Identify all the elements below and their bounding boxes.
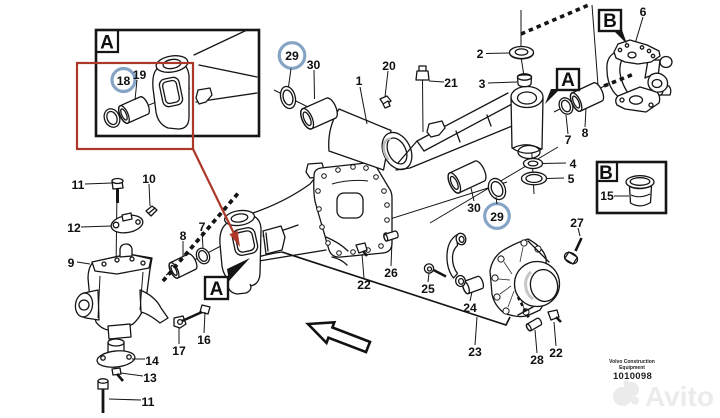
svg-text:22: 22	[549, 346, 563, 360]
svg-text:23: 23	[468, 345, 482, 359]
svg-text:Avito: Avito	[645, 381, 714, 412]
svg-text:24: 24	[463, 301, 477, 315]
svg-text:30: 30	[307, 58, 321, 72]
svg-text:3: 3	[479, 77, 486, 91]
svg-text:21: 21	[444, 76, 458, 90]
svg-text:20: 20	[382, 59, 396, 73]
svg-text:29: 29	[490, 210, 504, 224]
svg-text:5: 5	[568, 172, 575, 186]
svg-text:7: 7	[199, 220, 206, 234]
svg-text:Volvo Construction: Volvo Construction	[609, 359, 655, 365]
svg-text:Equipment: Equipment	[619, 365, 645, 371]
svg-text:B: B	[599, 163, 613, 184]
svg-text:29: 29	[285, 49, 299, 63]
svg-text:17: 17	[172, 344, 186, 358]
svg-text:22: 22	[357, 278, 371, 292]
svg-text:16: 16	[197, 333, 211, 347]
svg-text:28: 28	[530, 353, 544, 367]
svg-text:2: 2	[477, 47, 484, 61]
svg-text:1010098: 1010098	[613, 371, 652, 382]
svg-text:25: 25	[421, 282, 435, 296]
svg-text:B: B	[603, 11, 617, 32]
svg-text:15: 15	[600, 189, 614, 203]
svg-text:27: 27	[570, 216, 584, 230]
svg-text:12: 12	[67, 221, 81, 235]
svg-text:8: 8	[582, 126, 589, 140]
svg-text:6: 6	[640, 5, 647, 19]
svg-text:11: 11	[72, 178, 85, 192]
svg-text:10: 10	[142, 172, 156, 186]
svg-text:13: 13	[143, 371, 157, 385]
svg-text:30: 30	[467, 201, 481, 215]
svg-text:1: 1	[356, 74, 363, 88]
svg-text:14: 14	[145, 354, 159, 368]
svg-text:18: 18	[117, 74, 131, 88]
svg-text:A: A	[100, 33, 114, 54]
svg-text:19: 19	[133, 68, 147, 82]
svg-text:9: 9	[68, 256, 75, 270]
svg-text:26: 26	[384, 266, 398, 280]
svg-text:7: 7	[565, 133, 572, 147]
svg-text:4: 4	[570, 157, 577, 171]
svg-text:8: 8	[180, 229, 187, 243]
svg-text:A: A	[210, 279, 224, 300]
svg-text:A: A	[561, 70, 575, 91]
svg-text:11: 11	[142, 395, 155, 409]
